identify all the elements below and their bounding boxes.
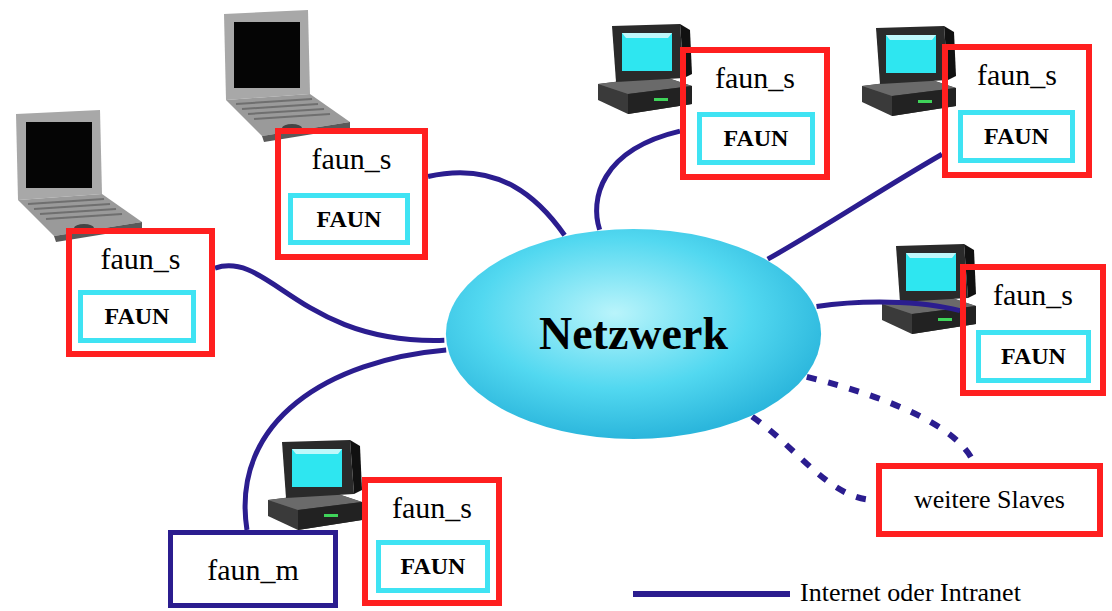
faun-box: FAUN: [697, 112, 815, 165]
faun-box: FAUN: [78, 290, 196, 343]
program-label: FAUN: [317, 206, 382, 232]
dotted-connector: [807, 377, 974, 463]
network-link: [768, 154, 942, 259]
host-label: weitere Slaves: [914, 486, 1065, 515]
legend-line: [633, 591, 790, 597]
faun-box: FAUN: [288, 193, 410, 245]
host-label: faun_s: [715, 61, 795, 94]
program-label: FAUN: [105, 303, 170, 329]
host-label: faun_m: [207, 553, 299, 586]
slave-box: faun_sFAUN: [960, 264, 1106, 396]
computer-icon: [268, 440, 362, 530]
slave-box: faun_sFAUN: [942, 44, 1092, 178]
link-line: [428, 173, 565, 236]
slave-box: faun_sFAUN: [362, 477, 502, 606]
link-line: [752, 417, 876, 500]
link-line: [768, 154, 942, 259]
faun-box: FAUN: [958, 110, 1075, 163]
network-link: [428, 173, 565, 236]
laptop-icon: [224, 10, 350, 142]
program-label: FAUN: [724, 125, 789, 151]
program-label: FAUN: [401, 553, 466, 579]
laptop-icon: [16, 110, 142, 242]
faun-box: FAUN: [376, 540, 490, 593]
dotted-connector: [752, 417, 876, 500]
faun-box: FAUN: [976, 330, 1091, 383]
master-box: faun_m: [168, 530, 338, 608]
host-label: faun_s: [101, 242, 181, 275]
legend-text: Internet oder Intranet: [800, 579, 1021, 608]
link-line: [215, 266, 444, 341]
slave-box: faun_sFAUN: [680, 47, 830, 180]
program-label: FAUN: [1001, 343, 1066, 369]
network-link: [817, 302, 960, 311]
host-label: faun_s: [392, 491, 472, 524]
link-line: [817, 302, 960, 311]
computer-icon: [598, 24, 692, 114]
program-label: FAUN: [984, 123, 1049, 149]
network-label: Netzwerk: [539, 309, 728, 360]
host-label: faun_s: [977, 58, 1057, 91]
slave-box: faun_sFAUN: [66, 228, 215, 357]
link-line: [597, 131, 680, 230]
network-ellipse: Netzwerk: [444, 228, 823, 440]
slave-box: weitere Slaves: [876, 463, 1103, 537]
host-label: faun_s: [993, 278, 1073, 311]
network-link: [215, 266, 444, 341]
slave-box: faun_sFAUN: [275, 128, 428, 260]
link-line: [807, 377, 974, 463]
network-link: [597, 131, 680, 230]
host-label: faun_s: [312, 142, 392, 175]
